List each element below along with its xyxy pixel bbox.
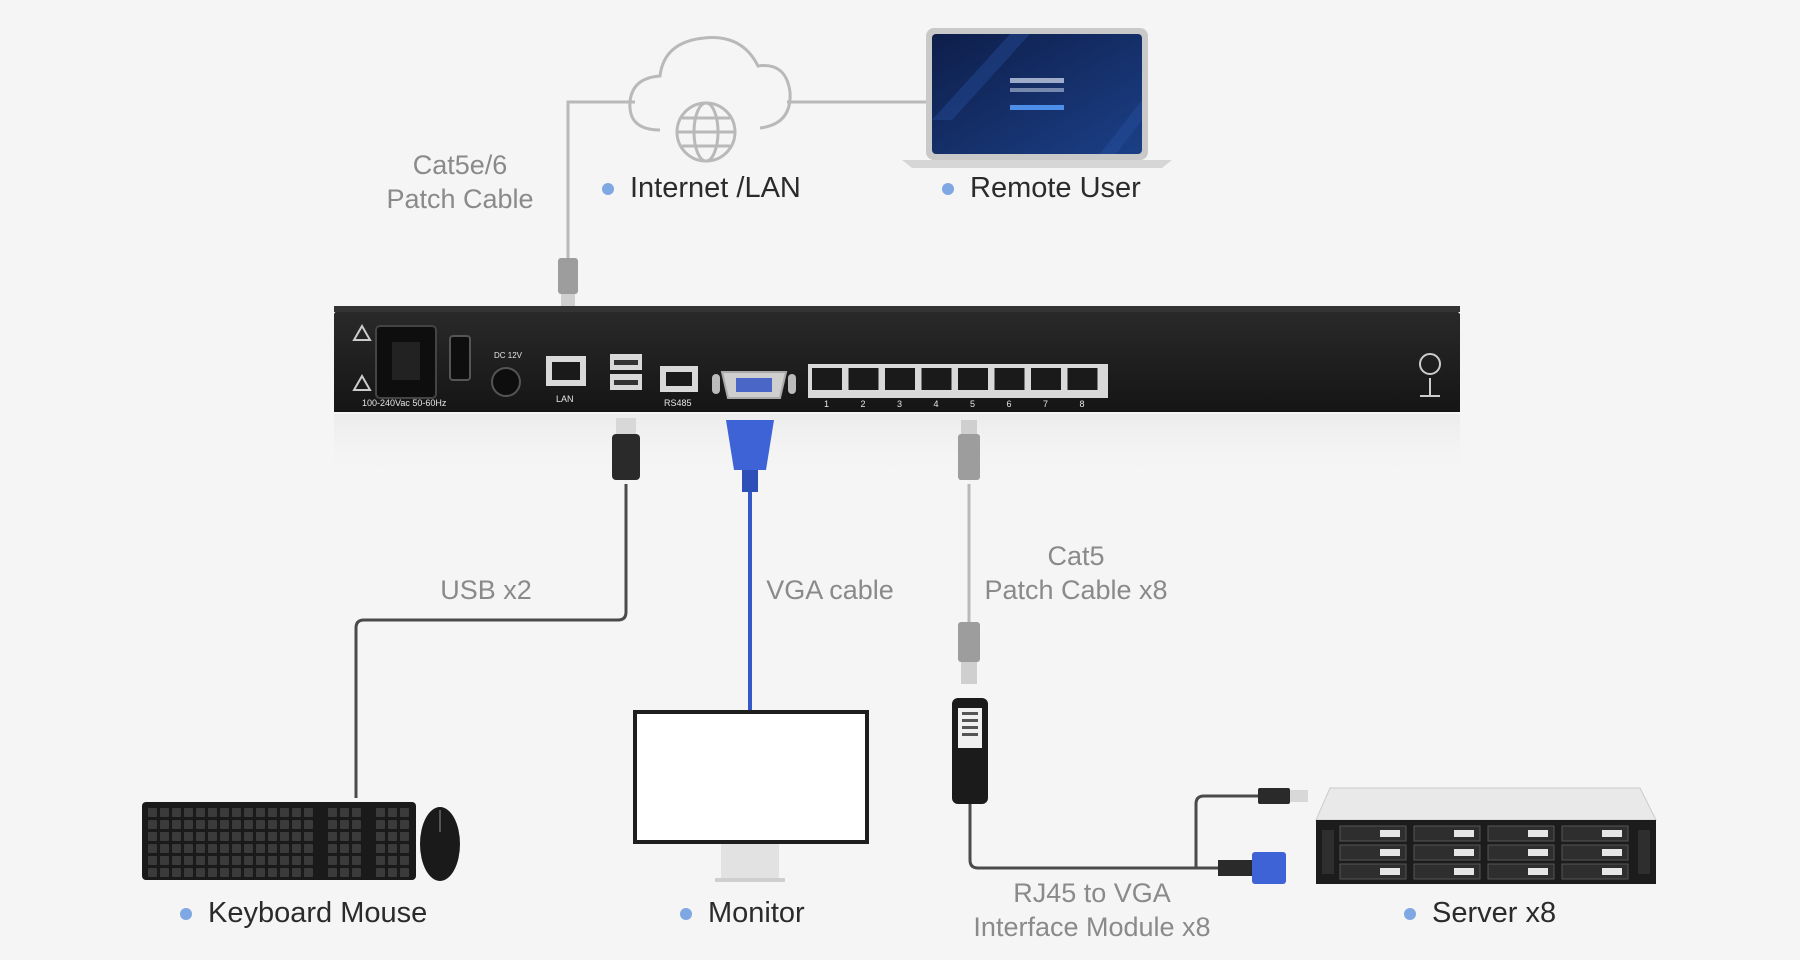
- cat5-plug-top: [958, 420, 980, 480]
- laptop-icon: [902, 28, 1172, 168]
- module-label-line1: RJ45 to VGA: [1013, 878, 1171, 908]
- server-port-3: 3: [885, 368, 915, 409]
- internet-label: Internet /LAN: [602, 172, 801, 205]
- power-rating-label: 100-240Vac 50-60Hz: [362, 398, 447, 408]
- server-port-group: 1 2 3 4 5 6 7 8: [808, 364, 1108, 409]
- vga-plug-connector: [726, 420, 774, 492]
- bullet-icon: [180, 907, 192, 920]
- cat5-cable-label-line1: Cat5: [1047, 541, 1105, 571]
- mouse-icon: [420, 807, 460, 881]
- usb-cable-label: USB x2: [440, 575, 532, 605]
- vga-cable-label: VGA cable: [766, 575, 894, 605]
- lan-port-label: LAN: [556, 394, 574, 404]
- server-port-label: 6: [1007, 399, 1012, 409]
- uplink-cable-label: Cat5e/6 Patch Cable: [380, 148, 540, 216]
- server-port-4: 4: [921, 368, 952, 409]
- uplink-rj45-connector: [558, 258, 578, 306]
- rs485-port-label: RS485: [664, 398, 692, 408]
- server-port-2: 2: [848, 368, 879, 409]
- usb-cable: [354, 478, 628, 798]
- module-usb-branch: [1194, 794, 1260, 868]
- kvm-switch: 100-240Vac 50-60Hz DC 12V LAN RS485 1 2 3 4…: [334, 306, 1460, 484]
- server-port-label: 3: [897, 399, 902, 409]
- server-port-8: 8: [1067, 368, 1098, 409]
- server-port-1: 1: [812, 368, 842, 409]
- monitor-label-text: Monitor: [708, 897, 805, 929]
- uplink-cable-label-line1: Cat5e/6: [412, 150, 508, 180]
- bullet-icon: [942, 182, 954, 195]
- server-port-6: 6: [994, 368, 1025, 409]
- module-vga-end: [1218, 852, 1286, 884]
- module-label-line2: Interface Module x8: [973, 912, 1211, 942]
- server-port-label: 4: [934, 399, 939, 409]
- module-label: RJ45 to VGA Interface Module x8: [962, 876, 1222, 944]
- bullet-icon: [1404, 907, 1416, 920]
- bullet-icon: [680, 907, 692, 920]
- remote-user-label-text: Remote User: [970, 172, 1141, 204]
- cat5-cable-label: Cat5 Patch Cable x8: [976, 539, 1176, 607]
- uplink-cable: [566, 100, 635, 262]
- cat5-cable-label-line2: Patch Cable x8: [984, 575, 1168, 605]
- usb-plug-connector: [612, 418, 640, 480]
- monitor-label: Monitor: [680, 897, 805, 930]
- cat5-plug-bottom: [958, 622, 980, 684]
- uplink-cable-label-line2: Patch Cable: [386, 184, 534, 214]
- server-port-label: 5: [970, 399, 975, 409]
- keyboard-icon: [142, 802, 416, 880]
- server-port-label: 8: [1080, 399, 1085, 409]
- server-port-5: 5: [958, 368, 988, 409]
- remote-user-label: Remote User: [942, 172, 1141, 205]
- internet-label-text: Internet /LAN: [630, 172, 801, 204]
- dc-input-label: DC 12V: [494, 351, 523, 360]
- server-label-text: Server x8: [1432, 897, 1557, 929]
- server-label: Server x8: [1404, 897, 1556, 930]
- monitor-icon: [633, 710, 869, 882]
- server-port-label: 2: [861, 399, 866, 409]
- server-icon: [1315, 787, 1657, 884]
- keyboard-mouse-label-text: Keyboard Mouse: [208, 897, 428, 929]
- server-port-label: 7: [1043, 399, 1048, 409]
- module-usb-end: [1258, 788, 1308, 804]
- cloud-icon: [628, 36, 792, 163]
- module-cable: [968, 804, 1218, 870]
- interface-module: [952, 698, 988, 804]
- bullet-icon: [602, 182, 614, 195]
- server-port-label: 1: [824, 399, 829, 409]
- keyboard-mouse-label: Keyboard Mouse: [180, 897, 427, 930]
- server-port-7: 7: [1031, 368, 1061, 409]
